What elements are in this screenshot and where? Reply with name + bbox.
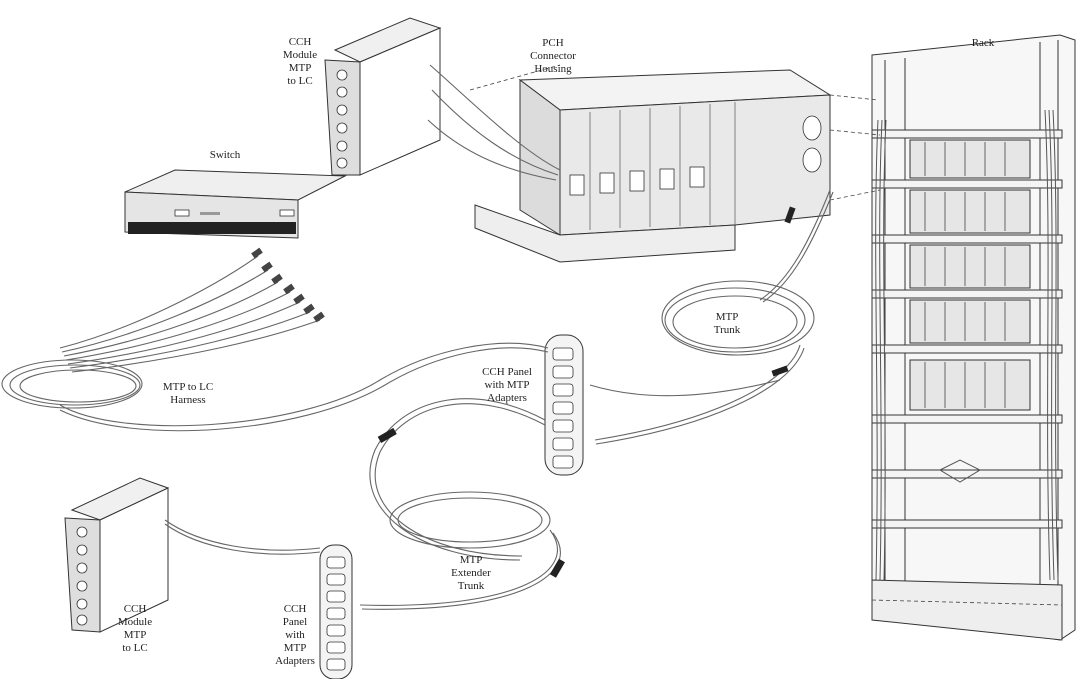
label-mtp-extender-trunk: MTP Extender Trunk [451, 554, 491, 592]
svg-text:CCH: CCH [284, 603, 307, 615]
svg-text:Housing: Housing [534, 63, 572, 75]
svg-text:CCH: CCH [124, 603, 147, 615]
label-cch-panel-mid: CCH Panel with MTP Adapters [482, 366, 532, 404]
svg-text:Trunk: Trunk [714, 324, 741, 336]
svg-text:MTP to LC: MTP to LC [163, 381, 213, 393]
label-mtp-trunk: MTP Trunk [714, 311, 741, 336]
svg-text:Adapters: Adapters [275, 655, 315, 667]
svg-text:CCH: CCH [289, 36, 312, 48]
harness-fanout [60, 248, 325, 372]
svg-text:MTP: MTP [124, 629, 147, 641]
label-pch-housing: PCH Connector Housing [530, 37, 576, 75]
label-rack: Rack [972, 37, 995, 49]
cch-panel-mid [545, 335, 583, 475]
svg-text:PCH: PCH [542, 37, 563, 49]
svg-text:to LC: to LC [287, 75, 312, 87]
svg-text:MTP: MTP [460, 554, 483, 566]
cch-panel-bottom [320, 545, 352, 679]
label-cch-panel-bottom: CCH Panel with MTP Adapters [275, 603, 315, 667]
svg-text:Extender: Extender [451, 567, 491, 579]
label-mtp-lc-harness: MTP to LC Harness [163, 381, 213, 406]
svg-text:Connector: Connector [530, 50, 576, 62]
label-cch-module-top: CCH Module MTP to LC [283, 36, 317, 87]
cch-module-bottom [65, 478, 168, 632]
svg-text:to LC: to LC [122, 642, 147, 654]
svg-text:CCH Panel: CCH Panel [482, 366, 532, 378]
svg-text:with MTP: with MTP [485, 379, 530, 391]
svg-text:MTP: MTP [289, 62, 312, 74]
switch-device [125, 170, 345, 238]
svg-text:with: with [285, 629, 305, 641]
svg-text:Module: Module [118, 616, 152, 628]
label-cch-module-bottom: CCH Module MTP to LC [118, 603, 152, 654]
cch-module-top [325, 18, 440, 175]
svg-text:MTP: MTP [716, 311, 739, 323]
svg-text:Adapters: Adapters [487, 392, 527, 404]
svg-text:Harness: Harness [170, 394, 205, 406]
svg-text:Module: Module [283, 49, 317, 61]
svg-text:MTP: MTP [284, 642, 307, 654]
svg-text:Trunk: Trunk [458, 580, 485, 592]
pch-connector-housing [475, 70, 830, 262]
rack [872, 35, 1075, 640]
svg-text:Panel: Panel [283, 616, 307, 628]
label-switch: Switch [210, 149, 241, 161]
